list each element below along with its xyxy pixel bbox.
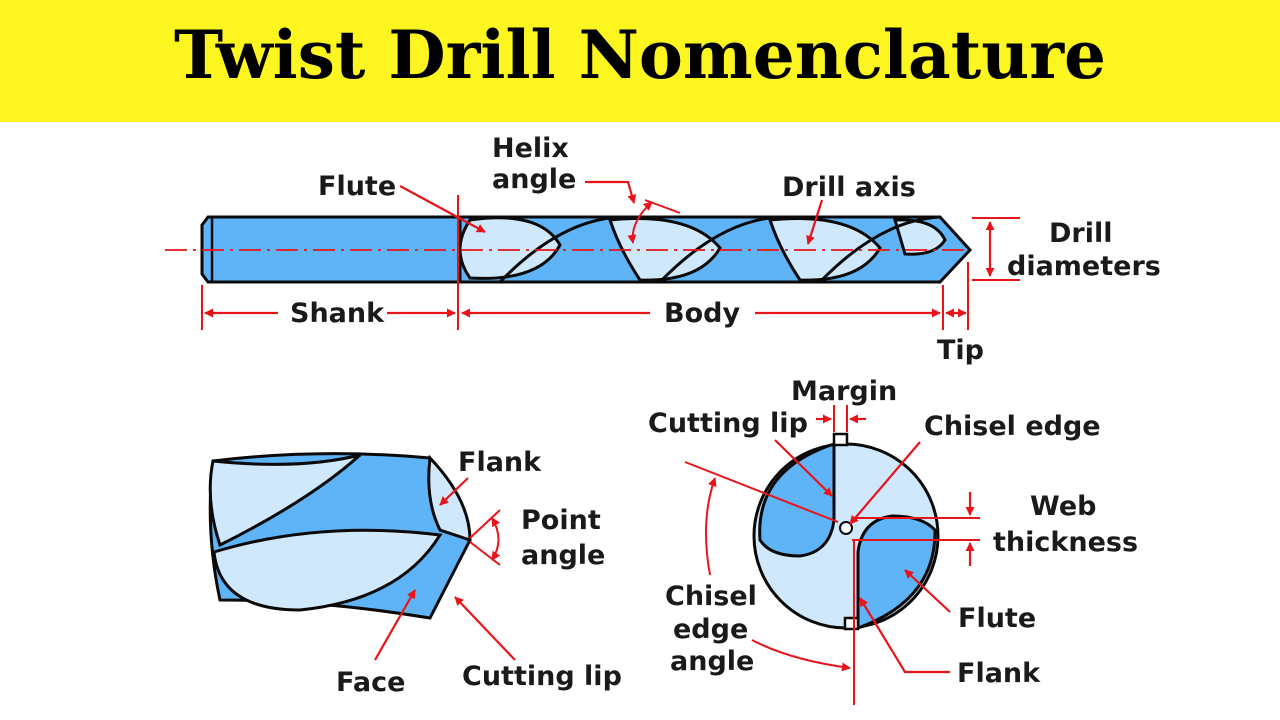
- helix-reference-line: [644, 199, 681, 214]
- chisel-angle-label-line1: Chisel: [665, 581, 757, 612]
- end-flank-leader: [859, 597, 950, 674]
- flute-leader: [399, 185, 486, 233]
- chisel-angle-label-line2: edge: [673, 614, 748, 645]
- end-cutting-lip-label: Cutting lip: [648, 408, 808, 439]
- page-title: Twist Drill Nomenclature: [174, 16, 1106, 94]
- flute-land-1: [458, 216, 562, 280]
- flute-lands: [458, 216, 947, 282]
- point-angle-label-line2: angle: [521, 540, 605, 571]
- helix-band-3: [818, 215, 941, 284]
- chisel-angle-arc-upper: [705, 477, 717, 576]
- point-angle-arc: [491, 517, 501, 561]
- drill-point-view: Flank Point angle Face Cutting lip: [208, 447, 622, 698]
- end-flute-label: Flute: [958, 603, 1036, 634]
- helix-angle-leader: [585, 180, 637, 204]
- web-thickness-label-line1: Web: [1030, 491, 1096, 522]
- face-label: Face: [336, 667, 405, 698]
- margin-tab-top: [832, 432, 849, 447]
- drill-side-view: Flute Helix angle Drill axis Drill diame…: [165, 133, 1161, 366]
- point-flute-lower: [212, 528, 443, 612]
- drill-diameter-label-line2: diameters: [1007, 251, 1161, 282]
- shank-label: Shank: [290, 298, 385, 329]
- drill-diameter-label-line1: Drill: [1049, 218, 1113, 249]
- helix-angle-arc: [627, 201, 653, 244]
- helix-bands: [498, 215, 941, 284]
- end-view-flute-right: [856, 514, 937, 631]
- point-angle-line-bottom: [469, 541, 501, 566]
- cutting-lip-leader: [454, 596, 516, 661]
- chisel-edge-leader: [849, 441, 921, 525]
- point-angle-line-top: [469, 509, 501, 539]
- drill-end-view: Margin Cutting lip Chisel edge Web thick…: [648, 376, 1138, 705]
- helix-band-1: [498, 215, 621, 284]
- web-center: [839, 521, 853, 535]
- web-thickness-label-line2: thickness: [993, 527, 1138, 558]
- body-label: Body: [664, 298, 740, 329]
- margin-tab-bottom: [843, 616, 860, 631]
- end-cutting-lip-leader: [774, 439, 833, 497]
- end-flute-leader: [904, 569, 951, 613]
- helix-angle-label-line2: angle: [492, 164, 576, 195]
- chisel-reference-line: [684, 461, 839, 523]
- drill-axis-leader: [806, 199, 824, 245]
- drill-axis-label: Drill axis: [782, 172, 916, 203]
- end-view-flute-left: [758, 441, 836, 558]
- chisel-angle-arc-lower: [751, 639, 851, 672]
- end-flank-label: Flank: [957, 658, 1041, 689]
- point-flute-upper: [208, 453, 362, 548]
- flute-label: Flute: [318, 171, 396, 202]
- face-leader: [374, 589, 416, 661]
- flank-leader: [439, 477, 469, 506]
- point-cutting-lip-label: Cutting lip: [462, 661, 622, 692]
- title-banner: [0, 0, 1280, 122]
- chisel-edge-label: Chisel edge: [924, 411, 1101, 442]
- helix-band-2: [658, 215, 781, 284]
- chisel-angle-label-line3: angle: [670, 646, 754, 677]
- helix-angle-label-line1: Helix: [492, 133, 569, 164]
- point-angle-label-line1: Point: [521, 505, 601, 536]
- point-flank-label: Flank: [458, 447, 542, 478]
- tip-label: Tip: [937, 335, 984, 366]
- point-flank-shape: [427, 454, 472, 543]
- margin-label: Margin: [791, 376, 897, 407]
